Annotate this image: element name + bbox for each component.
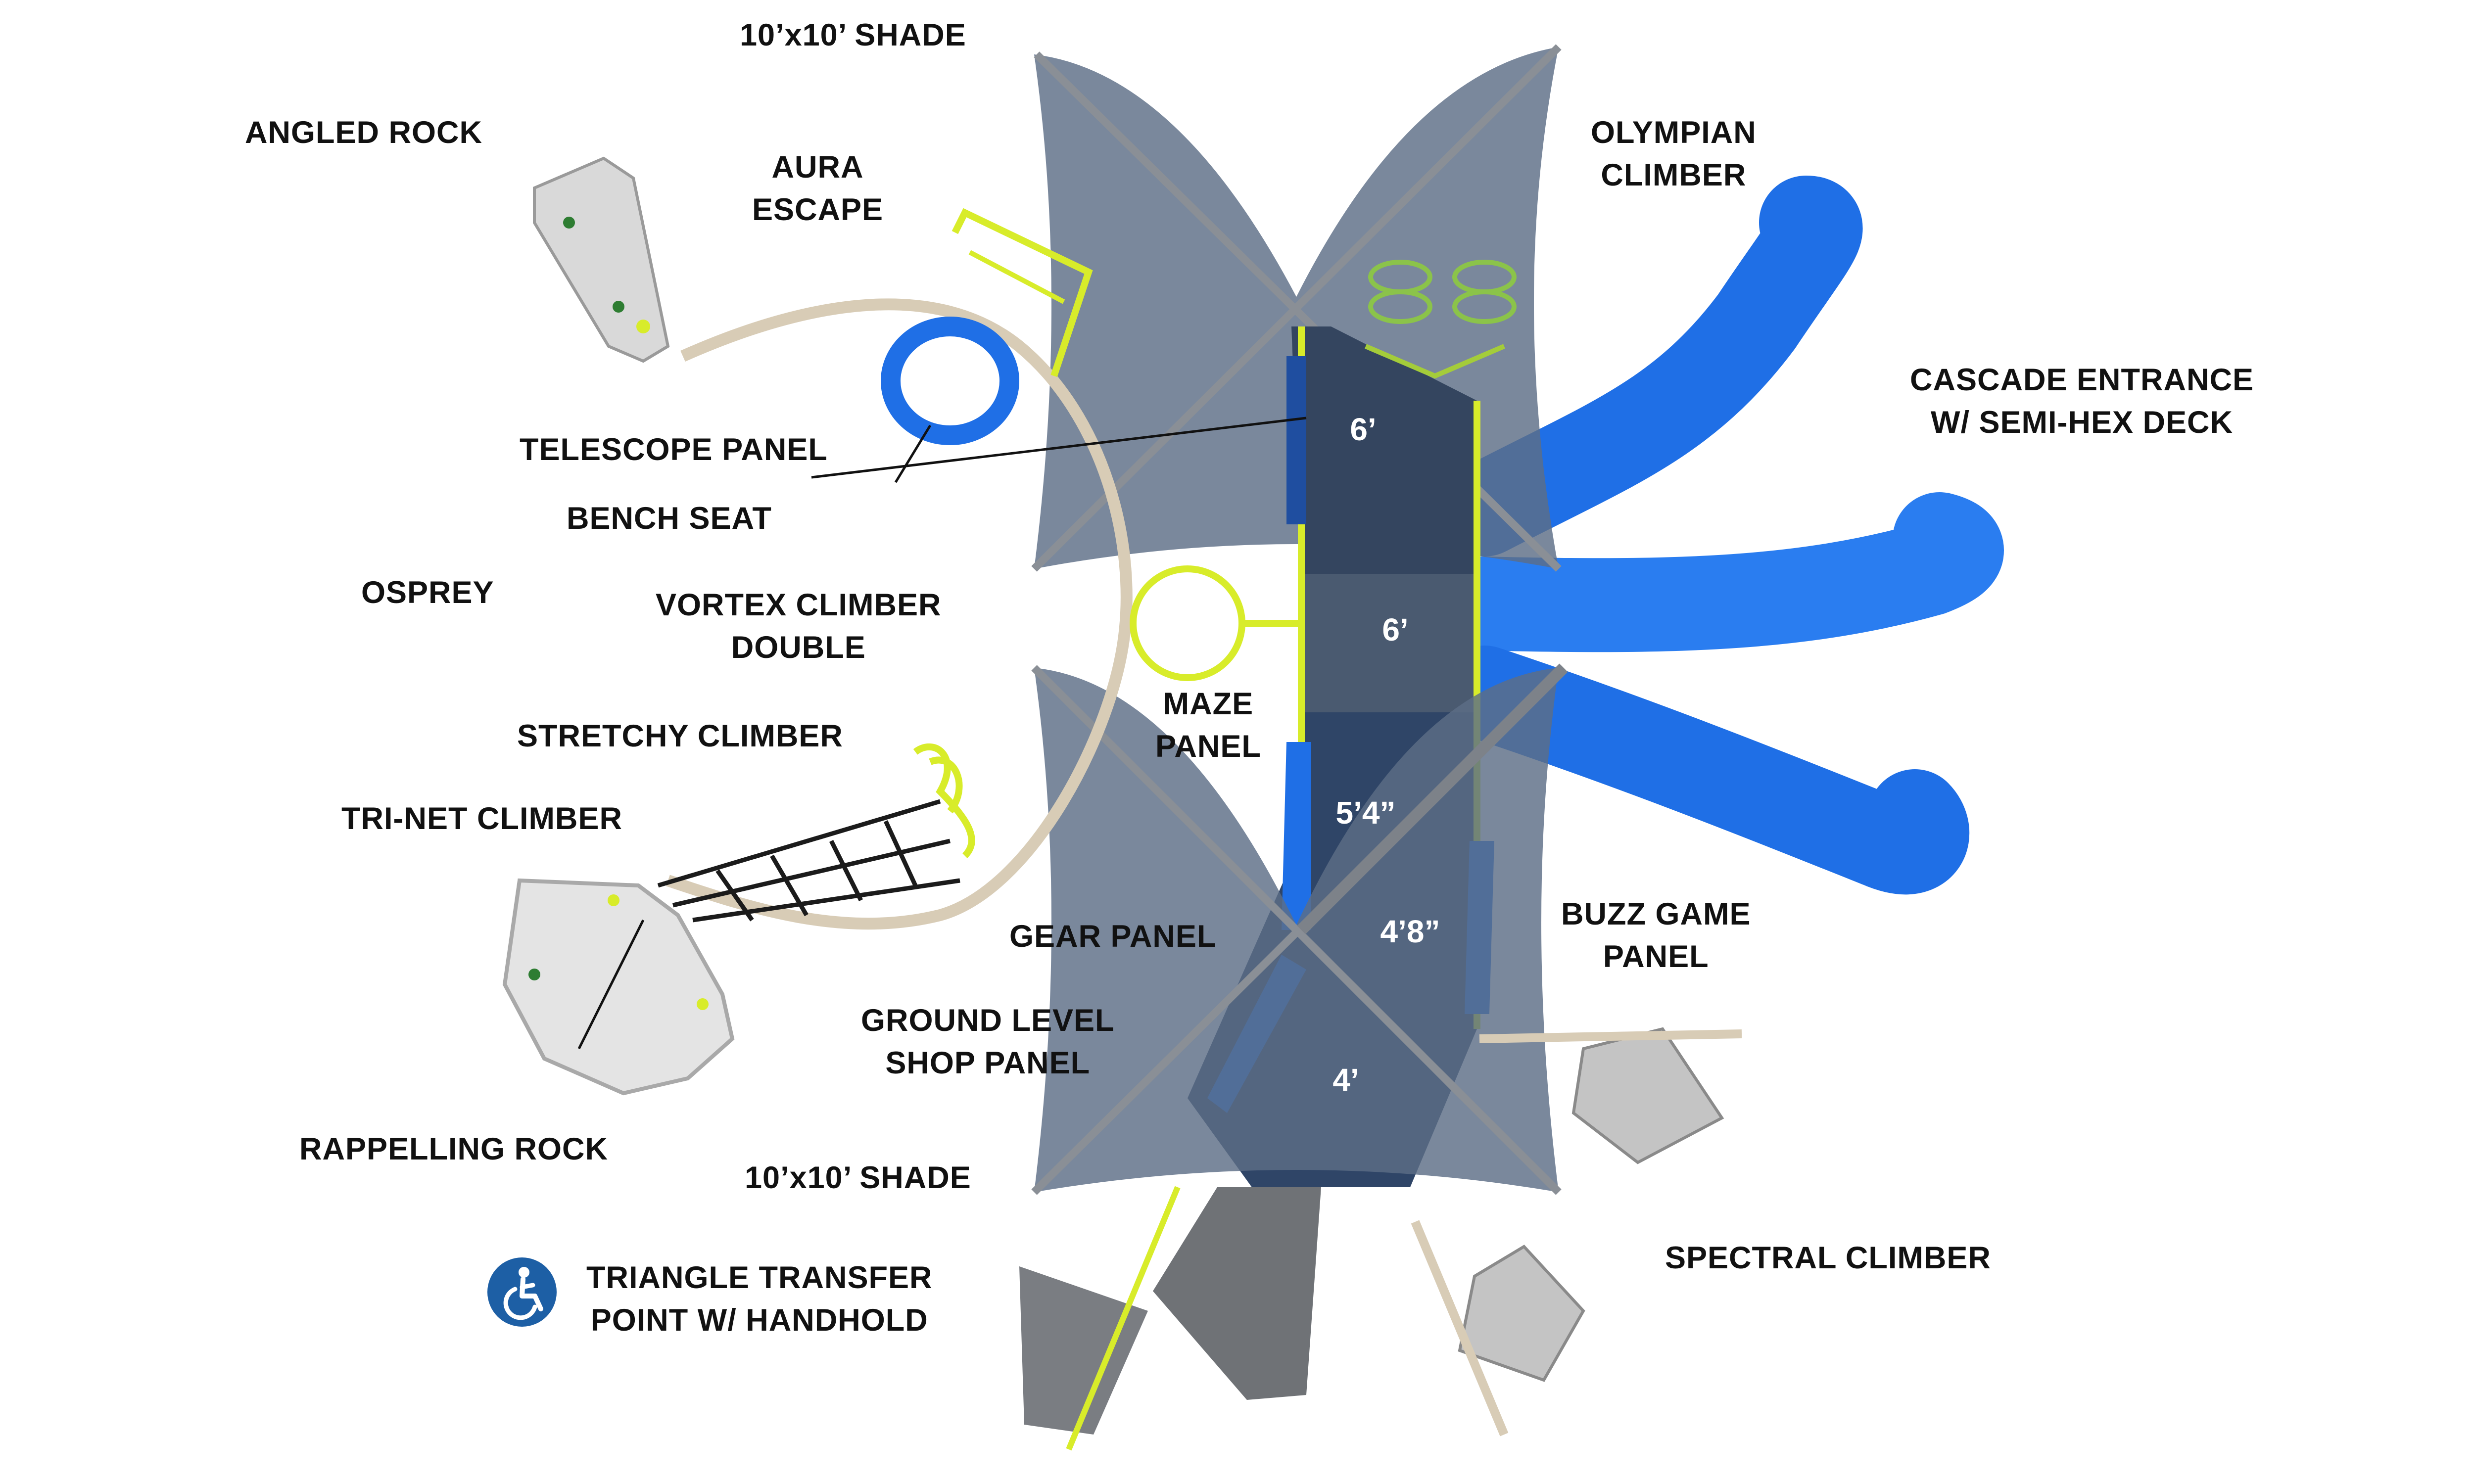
aura-escape xyxy=(881,208,1093,445)
slides xyxy=(1437,176,2004,895)
stretchy-climber-label: STRETCHY CLIMBER xyxy=(517,719,843,753)
deck-blue-panel-1 xyxy=(1286,356,1306,524)
deck-height-3: 5’4” xyxy=(1336,795,1396,831)
gear-panel-label: GEAR PANEL xyxy=(1009,919,1217,954)
rappelling-rock-label: RAPPELLING ROCK xyxy=(299,1132,609,1166)
deck-blue-panel-2 xyxy=(1282,742,1311,930)
shade-top-label: 10’x10’ SHADE xyxy=(740,18,966,52)
bench-seat-label: BENCH SEAT xyxy=(567,501,772,536)
telescope-panel-label: TELESCOPE PANEL xyxy=(520,432,828,467)
climber-arch xyxy=(666,298,1133,930)
spectral-climber-panel-2 xyxy=(1411,1220,1585,1437)
wheelchair-accessibility-icon xyxy=(487,1257,557,1327)
deck-upper xyxy=(1291,326,1477,574)
angled-rock-label: ANGLED ROCK xyxy=(245,115,482,150)
spectral-climber-label: SPECTRAL CLIMBER xyxy=(1665,1241,1991,1275)
tri-net-climber-label: TRI-NET CLIMBER xyxy=(341,801,622,836)
deck-height-5: 4’ xyxy=(1332,1062,1359,1098)
deck-height-2: 6’ xyxy=(1382,612,1408,648)
olympian-climber xyxy=(1365,260,1517,379)
bench-pointer xyxy=(894,424,932,483)
tri-net-climber xyxy=(657,799,960,923)
shade-bottom xyxy=(1031,663,1568,1195)
spectral-climber-panel-1 xyxy=(1479,1027,1742,1164)
rappelling-rock xyxy=(502,878,735,1096)
deck-height-4: 4’8” xyxy=(1380,914,1440,949)
shade-bottom-pole-c xyxy=(1297,663,1568,934)
vortex-climber xyxy=(1130,565,1301,681)
deck-middle xyxy=(1301,574,1477,712)
osprey-label: OSPREY xyxy=(361,575,494,610)
slide-bottom xyxy=(1437,646,1969,895)
slide-middle xyxy=(1437,492,2004,652)
deck-height-1: 6’ xyxy=(1350,412,1376,447)
slide-top xyxy=(1437,176,1863,556)
shade-bottom-label: 10’x10’ SHADE xyxy=(745,1160,971,1195)
shade-top-pole-b xyxy=(1031,44,1562,572)
telescope-pointer xyxy=(811,417,1307,479)
stretchy-climber xyxy=(913,743,975,858)
angled-rock xyxy=(533,156,670,363)
triangle-transfer-steps xyxy=(1019,1186,1321,1451)
